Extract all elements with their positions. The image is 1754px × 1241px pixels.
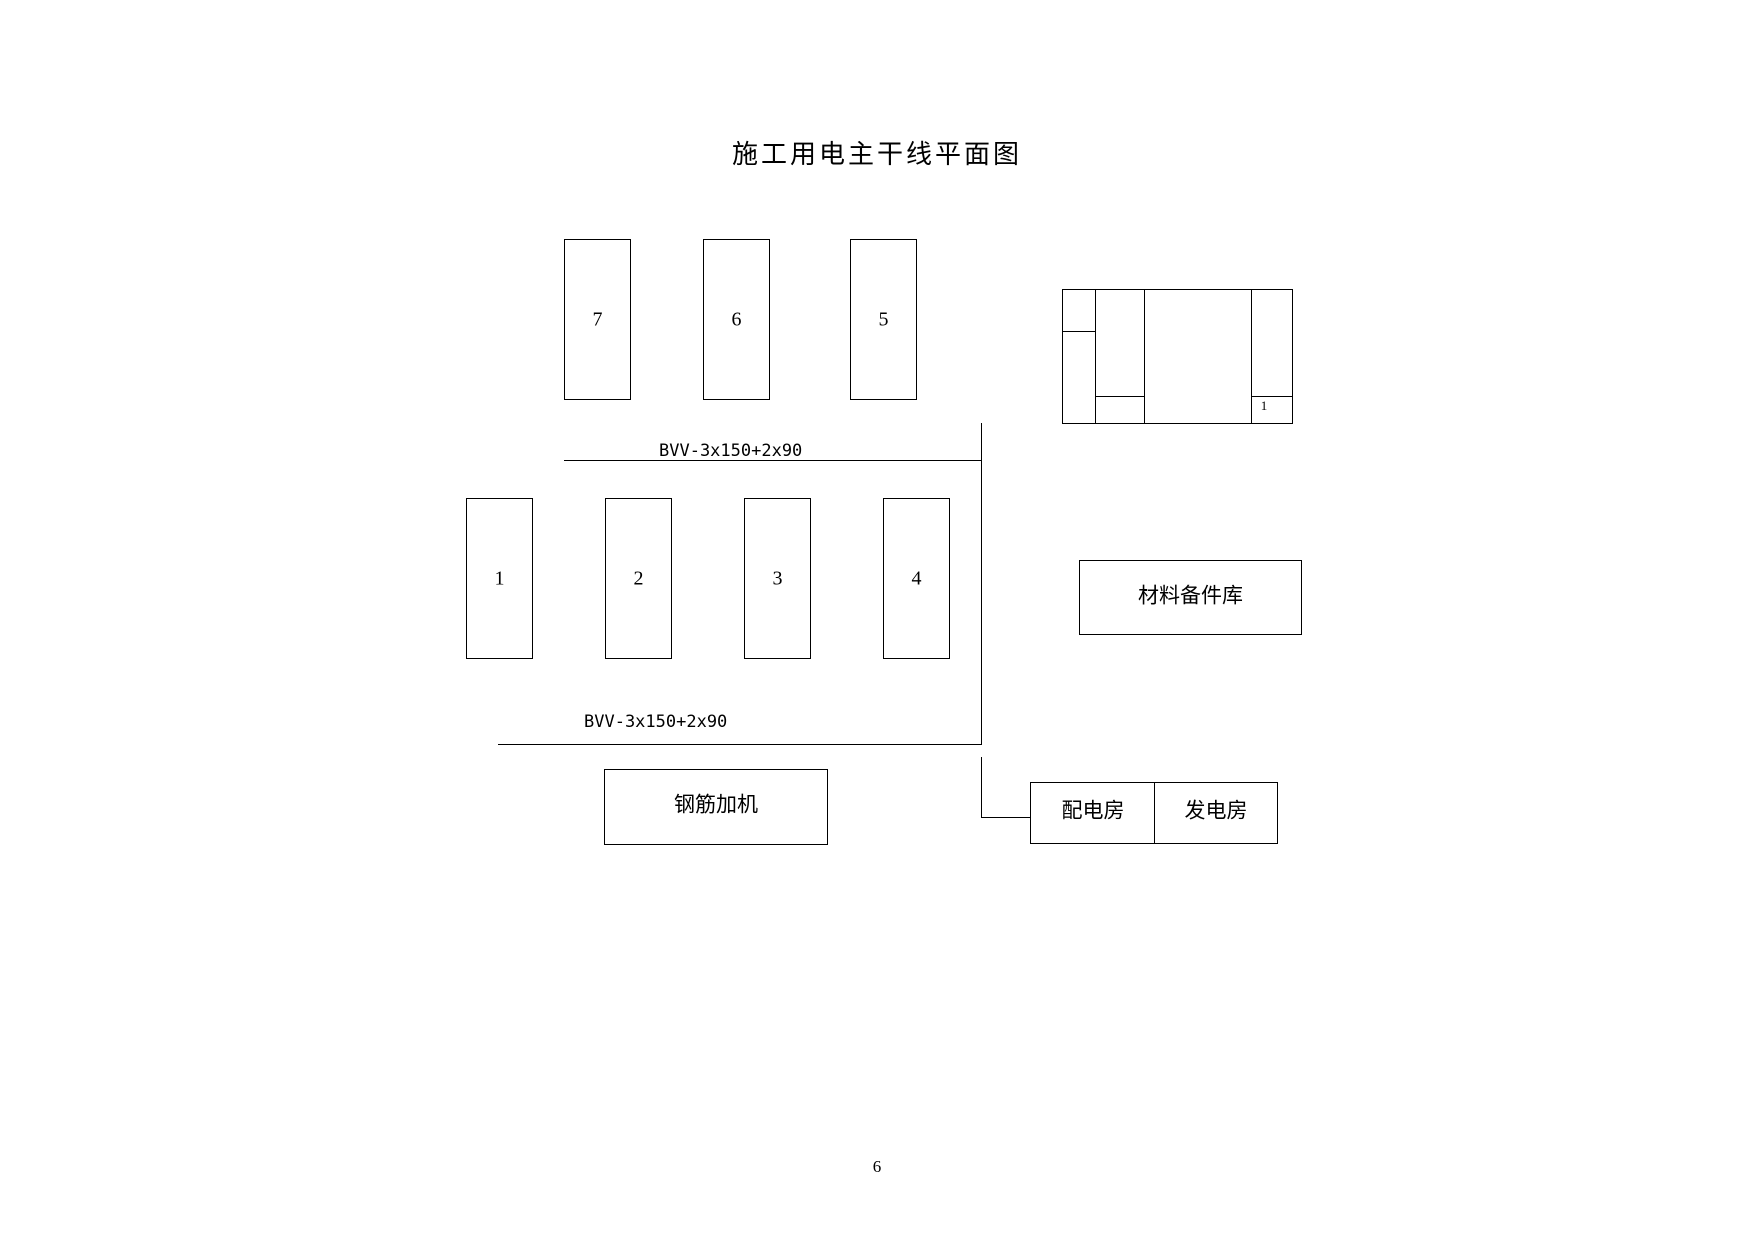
feeder-vertical-line: [981, 757, 982, 818]
lower-trunk-line: [498, 744, 982, 745]
generator-room-label: 发电房: [1184, 798, 1248, 823]
building-1: 1: [466, 498, 533, 659]
page-number: 6: [872, 1157, 882, 1176]
main-vertical-trunk: [981, 423, 982, 745]
upper-trunk-line: [564, 460, 982, 461]
site-block-divider-5: [1251, 289, 1252, 424]
building-4: 4: [883, 498, 950, 659]
rebar-processing: 钢筋加机: [604, 769, 828, 845]
distribution-room: 配电房: [1030, 782, 1156, 844]
building-1-label: 1: [494, 567, 505, 589]
generator-room: 发电房: [1154, 782, 1278, 844]
diagram-title: 施工用电主干线平面图: [731, 140, 1022, 170]
rebar-processing-label: 钢筋加机: [674, 792, 758, 817]
building-7-label: 7: [592, 308, 603, 330]
building-4-label: 4: [911, 567, 922, 589]
building-5-label: 5: [878, 308, 889, 330]
feeder-horizontal-line: [981, 817, 1031, 818]
upper-cable-label: BVV-3x150+2x90: [659, 441, 803, 461]
building-6: 6: [703, 239, 770, 400]
building-3: 3: [744, 498, 811, 659]
building-5: 5: [850, 239, 917, 400]
site-block-divider-4: [1095, 396, 1145, 397]
site-block-small-label: 1: [1260, 398, 1268, 413]
site-block-divider-2: [1062, 331, 1096, 332]
lower-cable-label: BVV-3x150+2x90: [584, 712, 728, 732]
building-2-label: 2: [633, 567, 644, 589]
building-7: 7: [564, 239, 631, 400]
materials-store: 材料备件库: [1079, 560, 1302, 635]
materials-store-label: 材料备件库: [1138, 582, 1243, 607]
distribution-room-label: 配电房: [1061, 798, 1125, 823]
site-block-divider-1: [1095, 289, 1096, 424]
site-block-divider-6: [1251, 396, 1293, 397]
building-2: 2: [605, 498, 672, 659]
building-6-label: 6: [731, 308, 742, 330]
site-block: [1062, 289, 1293, 424]
site-block-divider-3: [1144, 289, 1145, 424]
building-3-label: 3: [772, 567, 783, 589]
